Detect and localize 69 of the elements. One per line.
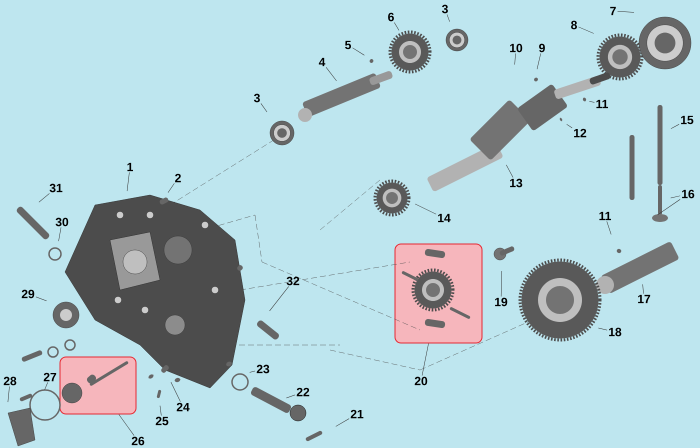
callout-number: 16 — [682, 190, 694, 198]
leader-line — [606, 221, 612, 235]
callout-number: 4 — [318, 58, 326, 66]
callout-number: 14 — [438, 214, 451, 222]
leader-line — [118, 414, 134, 436]
leader-line — [170, 382, 181, 402]
leader-line — [422, 343, 429, 376]
leader-line — [249, 370, 256, 373]
leader-line — [336, 418, 350, 427]
leader-line — [566, 124, 572, 128]
leader-line — [670, 196, 680, 198]
callout-number: 21 — [350, 410, 364, 418]
leader-line — [286, 394, 296, 398]
leader-line — [589, 101, 595, 103]
callout-number: 24 — [176, 402, 190, 412]
callout-number: 6 — [388, 12, 394, 22]
leader-line — [670, 124, 680, 129]
leader-line — [326, 67, 337, 82]
callout-number: 11 — [599, 212, 612, 220]
leader-line — [8, 386, 10, 402]
leader-line — [617, 11, 634, 13]
leader-line — [394, 22, 400, 31]
leader-line — [126, 172, 130, 192]
callout-number: 26 — [132, 436, 144, 446]
callout-number: 2 — [175, 174, 181, 182]
callout-number: 11 — [596, 100, 608, 108]
leader-line — [414, 204, 436, 214]
callout-number: 28 — [4, 376, 16, 386]
callout-number: 17 — [638, 294, 650, 304]
callout-number: 5 — [345, 40, 351, 50]
leader-line — [44, 382, 48, 390]
callout-number: 7 — [610, 6, 616, 16]
callout-number: 32 — [286, 276, 300, 286]
callout-number: 30 — [56, 218, 68, 226]
leader-line — [260, 103, 268, 112]
callout-number: 29 — [22, 290, 34, 298]
callout-number: 12 — [574, 128, 586, 138]
callout-number: 1 — [127, 162, 133, 172]
callout-number: 20 — [414, 376, 428, 386]
leader-line — [506, 164, 514, 178]
callout-number: 13 — [510, 178, 522, 188]
callout-number: 3 — [442, 4, 448, 14]
callout-number: 22 — [296, 388, 310, 396]
callout-number: 9 — [539, 44, 545, 52]
leader-line — [58, 227, 62, 242]
callout-number: 31 — [50, 184, 62, 192]
leader-line — [500, 270, 502, 297]
leader-line — [657, 199, 680, 216]
callout-number: 19 — [495, 298, 508, 306]
leader-line — [446, 14, 450, 22]
callout-number: 27 — [44, 372, 56, 382]
leader-line — [598, 328, 608, 330]
leader-line — [352, 48, 365, 56]
leader-line — [514, 53, 516, 65]
callout-number: 8 — [571, 20, 577, 30]
callout-number: 18 — [609, 328, 622, 336]
leader-line — [269, 286, 289, 312]
leader-line — [578, 26, 594, 34]
callout-number: 10 — [510, 44, 522, 52]
leader-line — [642, 284, 644, 294]
leader-line — [160, 405, 162, 416]
leader-line — [168, 183, 175, 193]
leader-line — [36, 296, 47, 302]
callout-number: 25 — [156, 416, 168, 426]
callout-number: 15 — [681, 116, 694, 124]
leader-line — [38, 193, 50, 202]
callout-number: 23 — [256, 364, 270, 374]
leader-line — [536, 53, 541, 70]
callout-number: 3 — [254, 94, 260, 102]
